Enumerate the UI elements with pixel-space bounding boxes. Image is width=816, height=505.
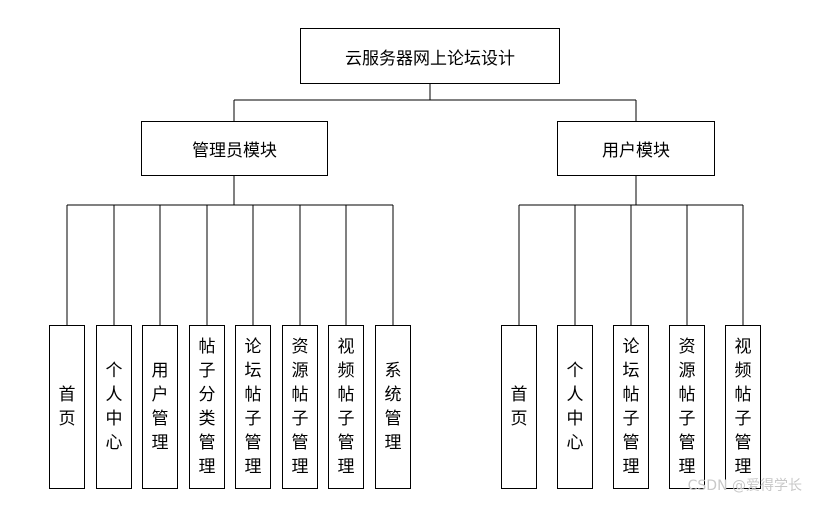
leaf-char: 资 — [678, 337, 696, 357]
leaf-char: 心 — [566, 433, 584, 453]
leaf-node: 个人中心 — [96, 325, 132, 489]
leaf-char: 心 — [105, 433, 123, 453]
leaf-char: 中 — [566, 409, 584, 429]
leaf-char: 分 — [198, 385, 216, 405]
leaf-node: 视频帖子管理 — [328, 325, 364, 489]
module-label: 用户模块 — [602, 141, 670, 161]
leaf-char: 管 — [734, 433, 752, 453]
leaf-char: 子 — [244, 409, 262, 429]
leaf-char: 论 — [244, 337, 262, 357]
leaf-char: 帖 — [734, 385, 752, 405]
leaf-char: 频 — [337, 361, 355, 381]
leaf-node: 帖子分类管理 — [189, 325, 225, 489]
leaf-node: 资源帖子管理 — [669, 325, 705, 489]
leaf-char: 视 — [337, 337, 355, 357]
leaf-char: 个 — [105, 361, 123, 381]
leaf-char: 子 — [337, 409, 355, 429]
leaf-char: 用 — [151, 361, 169, 381]
module-node-admin: 管理员模块 — [141, 121, 328, 176]
leaf-char: 首 — [510, 385, 528, 405]
leaf-node: 资源帖子管理 — [282, 325, 318, 489]
leaf-node: 首页 — [49, 325, 85, 489]
leaf-char: 子 — [198, 361, 216, 381]
leaf-char: 管 — [244, 433, 262, 453]
leaf-char: 理 — [337, 457, 355, 477]
leaf-char: 坛 — [622, 361, 640, 381]
leaf-char: 帖 — [337, 385, 355, 405]
leaf-char: 理 — [244, 457, 262, 477]
module-node-user: 用户模块 — [557, 121, 715, 176]
leaf-char: 管 — [384, 409, 402, 429]
leaf-char: 管 — [198, 433, 216, 453]
leaf-char: 视 — [734, 337, 752, 357]
leaf-char: 人 — [566, 385, 584, 405]
leaf-node: 个人中心 — [557, 325, 593, 489]
leaf-char: 理 — [734, 457, 752, 477]
leaf-char: 管 — [337, 433, 355, 453]
leaf-char: 管 — [291, 433, 309, 453]
leaf-char: 帖 — [291, 385, 309, 405]
leaf-node: 论坛帖子管理 — [613, 325, 649, 489]
leaf-char: 类 — [198, 409, 216, 429]
watermark: CSDN @爱得学长 — [687, 478, 802, 494]
leaf-node: 论坛帖子管理 — [235, 325, 271, 489]
leaf-char: 帖 — [622, 385, 640, 405]
leaf-char: 户 — [151, 385, 169, 405]
leaf-char: 理 — [678, 457, 696, 477]
leaf-char: 子 — [678, 409, 696, 429]
leaf-char: 理 — [151, 433, 169, 453]
module-label: 管理员模块 — [192, 141, 277, 161]
leaf-char: 人 — [105, 385, 123, 405]
leaf-char: 子 — [291, 409, 309, 429]
leaf-char: 帖 — [678, 385, 696, 405]
leaf-char: 理 — [291, 457, 309, 477]
leaf-char: 频 — [734, 361, 752, 381]
leaf-char: 统 — [384, 385, 402, 405]
root-label: 云服务器网上论坛设计 — [345, 48, 515, 69]
leaf-char: 坛 — [244, 361, 262, 381]
leaf-char: 中 — [105, 409, 123, 429]
leaf-char: 管 — [151, 409, 169, 429]
leaf-char: 首 — [58, 385, 76, 405]
leaf-char: 管 — [678, 433, 696, 453]
leaf-char: 个 — [566, 361, 584, 381]
leaf-char: 帖 — [244, 385, 262, 405]
leaf-char: 管 — [622, 433, 640, 453]
leaf-char: 理 — [384, 433, 402, 453]
leaf-char: 页 — [510, 409, 528, 429]
leaf-char: 论 — [622, 337, 640, 357]
root-node: 云服务器网上论坛设计 — [300, 28, 560, 84]
leaf-char: 理 — [622, 457, 640, 477]
leaf-char: 子 — [622, 409, 640, 429]
leaf-char: 子 — [734, 409, 752, 429]
leaf-node: 首页 — [501, 325, 537, 489]
leaf-char: 资 — [291, 337, 309, 357]
leaf-char: 页 — [58, 409, 76, 429]
leaf-char: 源 — [291, 361, 309, 381]
leaf-char: 源 — [678, 361, 696, 381]
leaf-char: 帖 — [198, 337, 216, 357]
leaf-node: 视频帖子管理 — [725, 325, 761, 489]
leaf-char: 系 — [384, 361, 402, 381]
leaf-char: 理 — [198, 457, 216, 477]
leaf-node: 用户管理 — [142, 325, 178, 489]
leaf-node: 系统管理 — [375, 325, 411, 489]
